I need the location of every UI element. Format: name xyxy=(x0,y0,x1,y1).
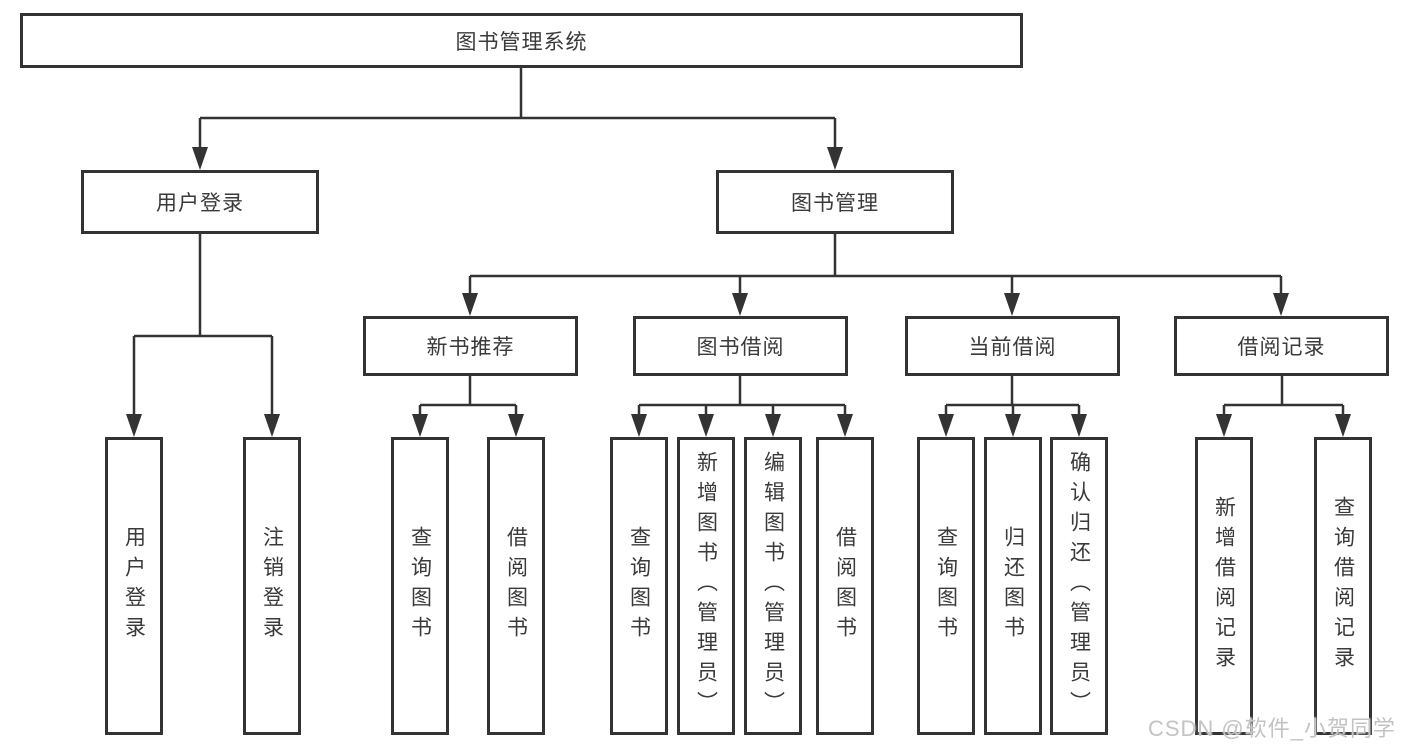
leaf-label: 查询图书 xyxy=(408,526,432,646)
leaf-user-login: 用户登录 xyxy=(105,437,163,735)
node-current-borrow: 当前借阅 xyxy=(905,316,1120,376)
leaf-query-book-current: 查询图书 xyxy=(917,437,975,735)
leaf-borrow-book: 借阅图书 xyxy=(816,437,874,735)
leaf-label: 编辑图书（管理员） xyxy=(761,451,785,721)
leaf-label: 查询图书 xyxy=(934,526,958,646)
leaf-add-borrow-record: 新增借阅记录 xyxy=(1195,437,1253,735)
node-book-borrow: 图书借阅 xyxy=(633,316,848,376)
leaf-borrow-book-recommend: 借阅图书 xyxy=(487,437,545,735)
leaf-confirm-return-admin: 确认归还（管理员） xyxy=(1050,437,1108,735)
leaf-label: 归还图书 xyxy=(1001,526,1025,646)
csdn-watermark: CSDN @软件_小贺同学 xyxy=(1147,716,1396,741)
leaf-label: 查询图书 xyxy=(627,526,651,646)
leaf-label: 查询借阅记录 xyxy=(1331,496,1355,676)
node-borrow-records: 借阅记录 xyxy=(1174,316,1389,376)
leaf-label: 借阅图书 xyxy=(504,526,528,646)
node-new-book-recommend: 新书推荐 xyxy=(363,316,578,376)
node-user-login: 用户登录 xyxy=(81,170,319,234)
leaf-label: 新增图书（管理员） xyxy=(694,451,718,721)
leaf-return-book: 归还图书 xyxy=(984,437,1042,735)
node-library-system: 图书管理系统 xyxy=(20,13,1023,68)
leaf-label: 确认归还（管理员） xyxy=(1067,451,1091,721)
leaf-query-book-recommend: 查询图书 xyxy=(391,437,449,735)
node-book-management: 图书管理 xyxy=(716,170,954,234)
leaf-query-book-borrow: 查询图书 xyxy=(610,437,668,735)
leaf-label: 注销登录 xyxy=(260,526,284,646)
leaf-label: 用户登录 xyxy=(122,526,146,646)
leaf-logout: 注销登录 xyxy=(243,437,301,735)
leaf-add-book-admin: 新增图书（管理员） xyxy=(677,437,735,735)
leaf-label: 借阅图书 xyxy=(833,526,857,646)
leaf-label: 新增借阅记录 xyxy=(1212,496,1236,676)
leaf-query-borrow-record: 查询借阅记录 xyxy=(1314,437,1372,735)
leaf-edit-book-admin: 编辑图书（管理员） xyxy=(744,437,802,735)
